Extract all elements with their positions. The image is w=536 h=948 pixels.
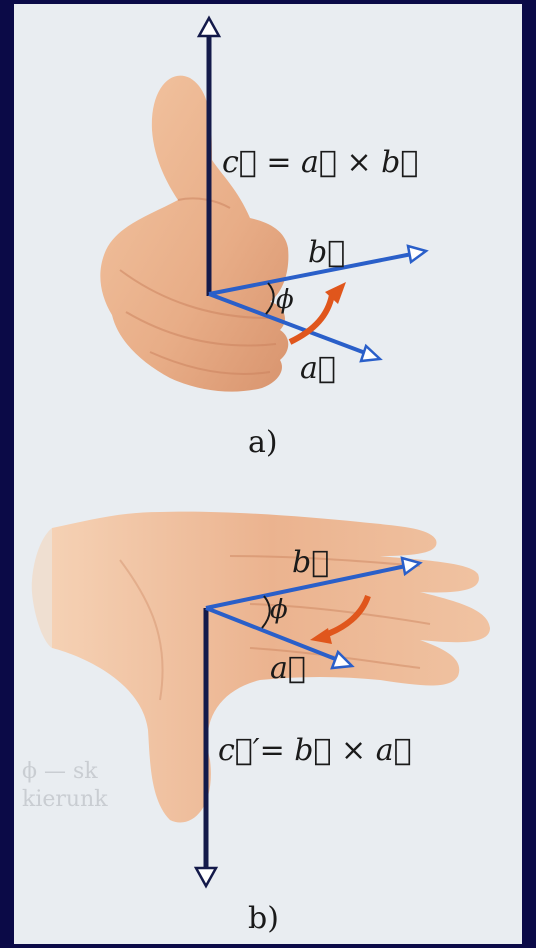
vector-b-arrowhead	[406, 244, 429, 265]
vector-a-label-b: a⃗	[270, 651, 306, 686]
angle-phi-label: ϕ	[276, 285, 294, 315]
rotation-arrowhead	[325, 282, 346, 304]
vector-b-arrow	[208, 252, 413, 296]
angle-arc	[265, 282, 275, 315]
vector-a-arrow-b	[205, 606, 339, 662]
show-through-line-2: kierunk	[22, 787, 108, 812]
textbook-page	[14, 4, 522, 944]
angle-arc-b	[261, 595, 271, 629]
panel-a: c⃗ = a⃗ × b⃗ b⃗ ϕ a⃗ a)	[100, 15, 429, 460]
rotation-arrowhead-b	[310, 628, 332, 644]
vector-c-prime-arrowhead	[193, 866, 219, 889]
panel-b-caption: b)	[248, 901, 279, 936]
vector-b-arrow-b	[205, 564, 407, 610]
show-through-text: ϕ — sk kierunk	[22, 759, 108, 812]
equation-c-label: c⃗ = a⃗ × b⃗	[222, 145, 418, 180]
vector-b-label-b: b⃗	[292, 545, 329, 580]
equation-c-prime-label: c⃗′= b⃗ × a⃗	[218, 733, 412, 768]
panel-a-caption: a)	[248, 425, 278, 460]
vector-b-label: b⃗	[308, 235, 345, 270]
vector-b-arrowhead-b	[400, 556, 423, 577]
vector-a-arrowhead-b	[330, 649, 355, 670]
vector-a-arrow	[208, 292, 369, 356]
vector-a-label: a⃗	[300, 351, 336, 386]
rotation-arrow	[288, 294, 335, 345]
hand-flat-illustration	[31, 511, 490, 823]
panel-b: b⃗ ϕ a⃗ c⃗′= b⃗ × a⃗ b)	[31, 511, 490, 936]
vector-c-arrowhead	[196, 15, 222, 38]
vector-a-arrowhead	[359, 343, 383, 363]
hand-thumbs-up-illustration	[100, 75, 289, 392]
show-through-line-1: ϕ — sk	[22, 759, 98, 784]
angle-phi-label-b: ϕ	[270, 595, 288, 625]
